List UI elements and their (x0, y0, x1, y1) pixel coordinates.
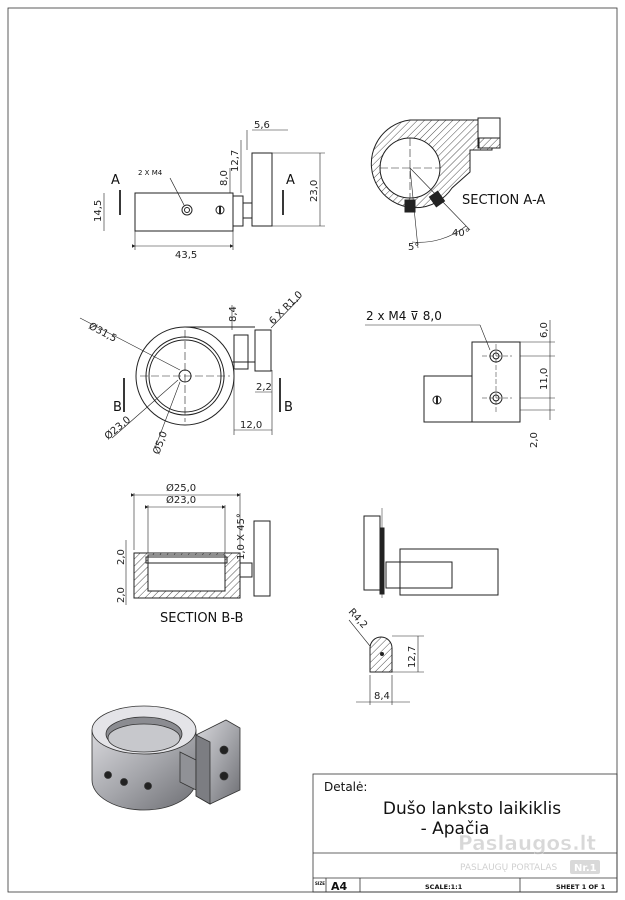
section-a-angle-40: 40° (452, 228, 470, 239)
size-value: A4 (331, 880, 348, 893)
side-thread-note: 2 x M4 ⊽ 8,0 (366, 309, 442, 323)
section-b-label: SECTION B-B (160, 611, 243, 626)
sheet-border (7, 7, 618, 893)
side-dim-2-0: 2,0 (529, 432, 540, 448)
top-dim-fillet: 6 X R1,0 (267, 289, 305, 327)
top-dim-8-4: 8,4 (228, 306, 239, 322)
isometric-3d-view (91, 705, 241, 811)
size-label: SIZE (315, 881, 325, 886)
top-dim-outer-dia: Ø31,5 (87, 320, 119, 345)
section-a-label: SECTION A-A (462, 193, 545, 208)
title-block-frame (312, 773, 618, 893)
front-dim-5-6: 5,6 (254, 120, 270, 131)
side-dim-6-0: 6,0 (539, 322, 550, 338)
section-b-dim-25: Ø25,0 (166, 482, 196, 494)
scale-text: SCALE:1:1 (425, 883, 463, 891)
front-dim-width: 43,5 (175, 250, 197, 261)
detail-dim-12-7: 12,7 (407, 646, 418, 668)
front-cut-letter-right: A (286, 173, 295, 188)
top-dim-12-0: 12,0 (240, 420, 262, 431)
top-dim-hole-dia: Ø5,0 (151, 430, 170, 456)
front-dim-height-right: 23,0 (309, 180, 320, 202)
watermark-subtitle: PASLAUGŲ PORTALAS (460, 863, 558, 873)
section-a-view (370, 117, 501, 249)
detail-view (348, 619, 424, 705)
part-name-line1: Dušo lanksto laikiklis (383, 799, 561, 819)
front-dim-height-left: 14,5 (93, 200, 104, 222)
front-cut-letter-left: A (111, 173, 120, 188)
detail-dim-8-4: 8,4 (374, 691, 390, 702)
part-name-line2: - Apačia (421, 819, 490, 839)
top-dim-2-2: 2,2 (256, 382, 272, 393)
section-b-view (125, 493, 271, 605)
watermark: Paslaugos.lt PASLAUGŲ PORTALAS Nr.1 (458, 831, 600, 874)
front-dim-8-0: 8,0 (219, 170, 230, 186)
front-dim-12-7: 12,7 (230, 150, 241, 172)
section-b-dim-2-0-top: 2,0 (116, 549, 127, 565)
title-block-label: Detalė: (324, 780, 367, 794)
sheet-text: SHEET 1 OF 1 (556, 883, 606, 891)
section-a-angle-5: 5° (408, 242, 419, 253)
front-thread-note: 2 X M4 (138, 169, 163, 177)
side-left-view (363, 508, 499, 598)
side-dim-11-0: 11,0 (539, 368, 550, 390)
top-cut-letter-left: B (113, 400, 122, 415)
top-cut-letter-right: B (284, 400, 293, 415)
top-view (79, 297, 301, 449)
top-dim-inner-dia: Ø23,0 (102, 414, 133, 443)
detail-dim-radius: R4,2 (346, 607, 369, 631)
section-b-dim-23: Ø23,0 (166, 494, 196, 506)
section-b-dim-chamfer: 1,0 X 45° (236, 513, 247, 560)
watermark-badge: Nr.1 (574, 863, 597, 874)
side-right-view (365, 320, 555, 423)
section-b-dim-2-0-bot: 2,0 (116, 587, 127, 603)
front-view (103, 129, 325, 250)
watermark-brand: Paslaugos.lt (458, 831, 597, 855)
